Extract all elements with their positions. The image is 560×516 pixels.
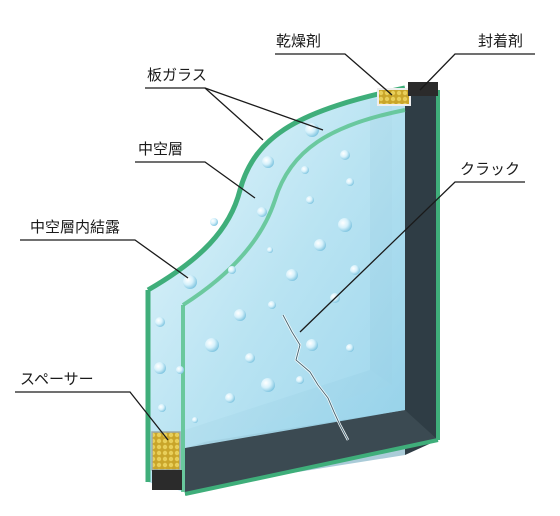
leader-air-layer	[135, 161, 256, 199]
leader-glass-pane-2	[204, 87, 324, 131]
label-desiccant: 乾燥剤	[276, 32, 322, 50]
label-glass-pane: 板ガラス	[147, 66, 207, 84]
leader-lines	[15, 53, 535, 441]
frame-bottom-dark	[185, 410, 438, 495]
glass-edge	[146, 85, 406, 293]
leader-desiccant	[275, 53, 393, 96]
label-sealant: 封着剤	[478, 32, 524, 50]
label-air-layer: 中空層	[138, 140, 184, 158]
leader-spacer	[15, 391, 169, 441]
label-spacer: スペーサー	[20, 370, 94, 388]
leader-crack	[299, 181, 525, 333]
label-condensation: 中空層内結露	[30, 218, 121, 236]
glass-edge-inner	[181, 108, 406, 307]
spacer-desiccant-top	[377, 88, 411, 106]
front-glass-pane	[148, 88, 405, 492]
frame-right-dark	[405, 90, 438, 455]
label-crack: クラック	[460, 160, 521, 178]
leader-sealant	[419, 53, 535, 91]
leader-condensation	[20, 239, 189, 279]
leader-glass-pane	[145, 87, 264, 141]
sealant-top	[408, 82, 438, 96]
sealant-bottom	[152, 470, 182, 490]
